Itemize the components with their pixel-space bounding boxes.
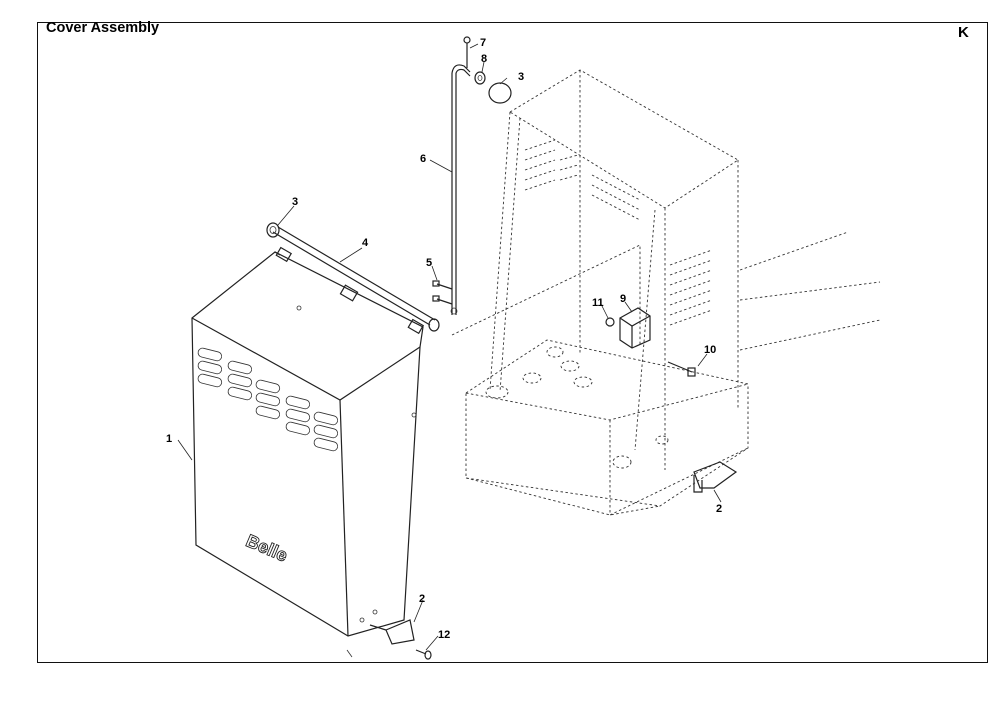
- frame-assembly-dashed: [451, 69, 881, 516]
- cap-top: [488, 82, 512, 104]
- callout-12: 12: [438, 629, 450, 641]
- latch-bracket: [605, 307, 651, 349]
- leader-lines: [177, 43, 722, 651]
- hinge-rod: [450, 64, 471, 315]
- small-bolts: [432, 280, 453, 305]
- washer-top: [474, 71, 486, 85]
- catch-right: [693, 461, 738, 493]
- page-title: Cover Assembly: [46, 20, 160, 36]
- belle-logo: Belle: [243, 530, 290, 565]
- callout-7: 7: [480, 37, 486, 49]
- callout-3-washer-left: 3: [292, 196, 298, 208]
- washer-left: [266, 222, 280, 238]
- screw: [667, 361, 696, 377]
- callout-4: 4: [362, 237, 369, 249]
- stray-mark: [346, 649, 353, 658]
- callout-3-cap-top: 3: [518, 71, 524, 83]
- cover-panel: Belle: [191, 251, 424, 637]
- callout-10: 10: [704, 344, 716, 356]
- callout-1: 1: [166, 433, 172, 445]
- callout-8: 8: [481, 53, 487, 65]
- vent-slots: [197, 347, 339, 452]
- drawing-frame: [37, 22, 988, 663]
- callout-labels: 1 2 2 3 3 4 5 6 7 8 3 9 10 11 12: [166, 37, 722, 641]
- catch-bottom: [369, 619, 415, 645]
- split-pin: [463, 36, 471, 68]
- callout-9: 9: [620, 293, 626, 305]
- callout-6: 6: [420, 153, 426, 165]
- support-rod: [272, 226, 440, 335]
- clip-pin: [415, 649, 432, 660]
- callout-5: 5: [426, 257, 432, 269]
- sheet-letter: K: [958, 24, 969, 41]
- callout-2-catch-bottom: 2: [419, 593, 425, 605]
- callout-2-catch-right: 2: [716, 503, 722, 515]
- callout-11: 11: [592, 297, 604, 309]
